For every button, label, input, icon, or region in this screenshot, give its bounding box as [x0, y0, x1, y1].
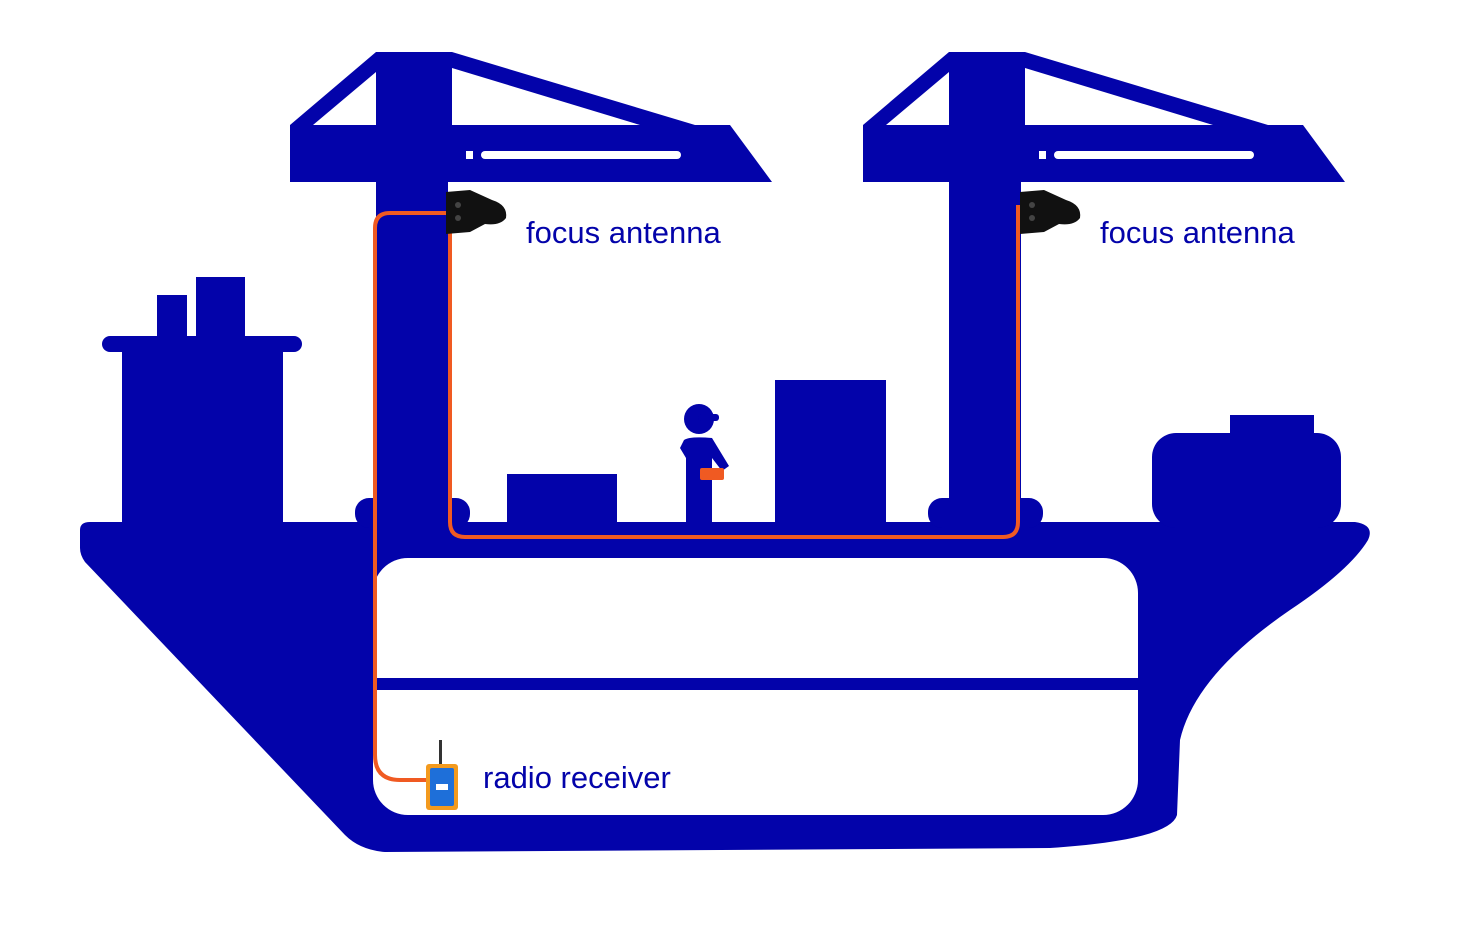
left-superstructure: [122, 345, 283, 525]
crane-right: [863, 52, 1345, 528]
left-superstructure-roof: [102, 336, 302, 352]
label-radio-receiver: radio receiver: [483, 760, 671, 795]
hold-deck-line: [373, 678, 1138, 690]
right-superstructure-top: [1230, 415, 1314, 437]
label-focus-antenna-left: focus antenna: [526, 215, 721, 250]
label-focus-antenna-right: focus antenna: [1100, 215, 1295, 250]
right-superstructure: [1152, 433, 1341, 528]
radio-receiver-icon: [426, 740, 458, 810]
focus-antenna-icon: [1020, 190, 1081, 234]
worker-figure: [680, 404, 729, 525]
cable-left-antenna: [373, 211, 450, 782]
cable-right-antenna: [448, 205, 1020, 539]
focus-antenna-icon: [446, 190, 507, 234]
smokestack: [196, 277, 245, 340]
smokestack: [157, 295, 187, 340]
cargo-box: [507, 474, 617, 526]
tool-basket: [700, 468, 724, 480]
cargo-box: [775, 380, 886, 526]
